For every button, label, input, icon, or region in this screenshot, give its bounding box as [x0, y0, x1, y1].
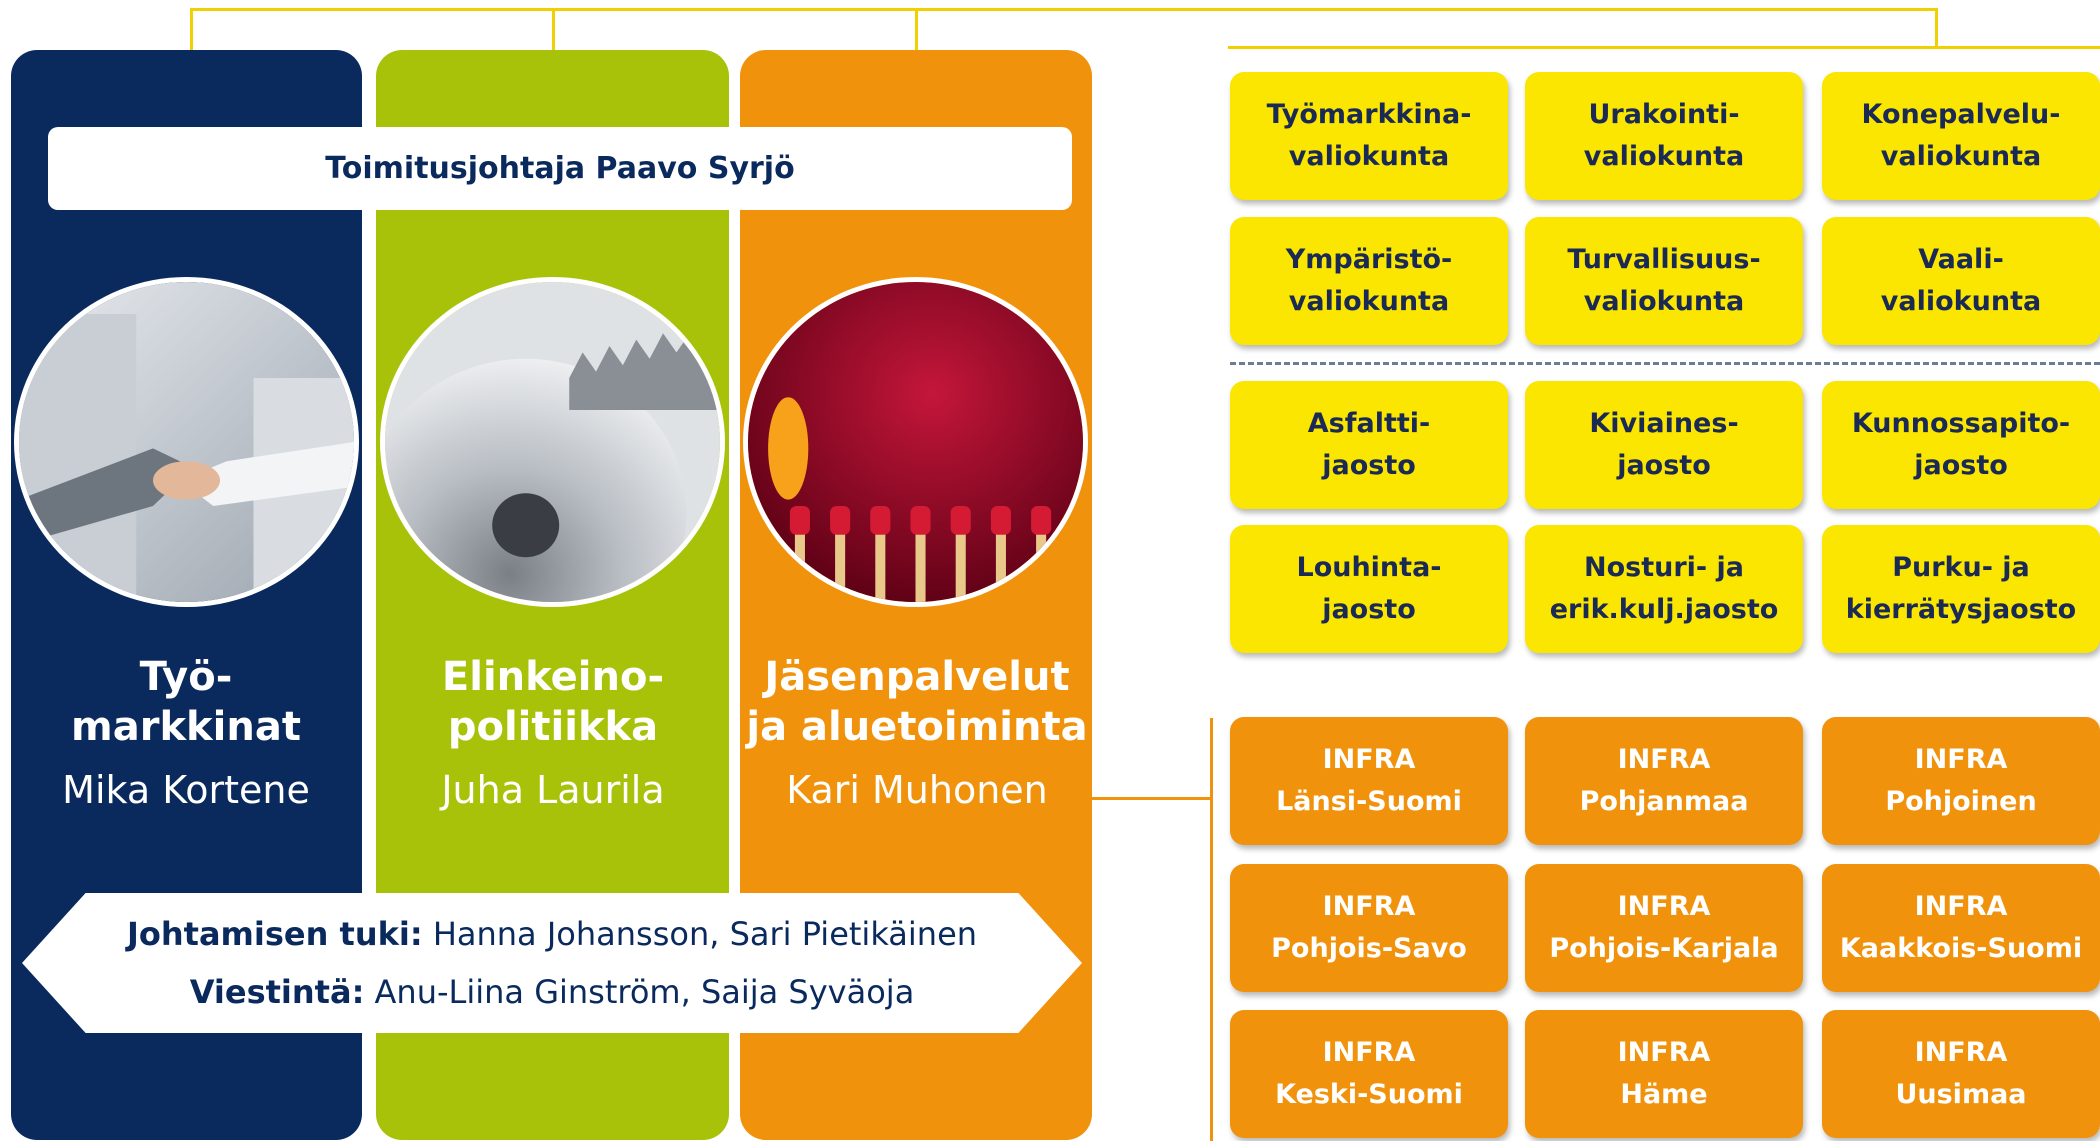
box-line-1: Turvallisuus- [1567, 244, 1761, 275]
box-line-2: jaosto [1617, 450, 1711, 481]
region-box: INFRA Pohjanmaa [1525, 717, 1803, 845]
box-line-1: INFRA [1322, 891, 1416, 922]
box-line-1: INFRA [1914, 744, 2008, 775]
region-box: INFRA Pohjoinen [1822, 717, 2100, 845]
box-line-2: valiokunta [1880, 286, 2042, 317]
matches-image [743, 277, 1088, 607]
box-line-1: INFRA [1617, 1037, 1711, 1068]
connector-drop-1 [190, 8, 193, 50]
box-line-1: INFRA [1617, 891, 1711, 922]
box-line-2: Häme [1620, 1079, 1708, 1110]
box-line-1: Konepalvelu- [1861, 99, 2061, 130]
section-box: Asfaltti-jaosto [1230, 381, 1508, 509]
support-line-2: Viestintä: Anu-Liina Ginström, Saija Syv… [190, 963, 915, 1021]
section-box: Purku- ja kierrätysjaosto [1822, 525, 2100, 653]
box-line-1: Asfaltti- [1307, 408, 1431, 439]
region-box: INFRA Pohjois-Savo [1230, 864, 1508, 992]
box-line-1: Kiviaines- [1589, 408, 1739, 439]
box-line-1: Louhinta- [1296, 552, 1442, 583]
box-line-1: INFRA [1914, 1037, 2008, 1068]
connector-drop-2 [552, 8, 555, 50]
dept-person: Kari Muhonen [786, 768, 1048, 812]
committee-box: Työmarkkina-valiokunta [1230, 72, 1508, 200]
box-line-1: Ympäristö- [1285, 244, 1453, 275]
connector-right [1228, 46, 2100, 49]
support-text-2: Anu-Liina Ginström, Saija Syväoja [364, 973, 915, 1011]
support-label-1: Johtamisen tuki: [126, 915, 423, 953]
region-box: INFRA Länsi-Suomi [1230, 717, 1508, 845]
box-line-2: erik.kulj.jaosto [1549, 594, 1779, 625]
box-line-2: jaosto [1322, 594, 1416, 625]
dept-title-line1: Elinkeino- [441, 654, 665, 700]
box-line-1: INFRA [1322, 1037, 1416, 1068]
box-line-1: Työmarkkina- [1266, 99, 1472, 130]
dept-title-line1: Työ- [139, 654, 233, 700]
box-line-1: Kunnossapito- [1851, 408, 2071, 439]
box-line-2: Pohjois-Savo [1271, 933, 1467, 964]
box-line-2: valiokunta [1880, 141, 2042, 172]
section-box: Kunnossapito-jaosto [1822, 381, 2100, 509]
box-line-1: INFRA [1617, 744, 1711, 775]
box-line-2: valiokunta [1583, 286, 1745, 317]
dept-elinkeinopolitiikka: Elinkeino- politiikka Juha Laurila [378, 652, 728, 814]
box-line-1: INFRA [1322, 744, 1416, 775]
region-box: INFRA Keski-Suomi [1230, 1010, 1508, 1138]
gears-image [380, 277, 725, 607]
section-box: Louhinta-jaosto [1230, 525, 1508, 653]
connector-top [190, 8, 1938, 11]
support-line-1: Johtamisen tuki: Hanna Johansson, Sari P… [127, 905, 977, 963]
connector-regions-h [1092, 797, 1212, 800]
box-line-2: Pohjois-Karjala [1549, 933, 1779, 964]
box-line-1: INFRA [1914, 891, 2008, 922]
dept-person: Mika Kortene [62, 768, 310, 812]
support-banner: Johtamisen tuki: Hanna Johansson, Sari P… [22, 893, 1082, 1033]
region-box: INFRA Häme [1525, 1010, 1803, 1138]
dept-tyomarkkinat: Työ- markkinat Mika Kortene [11, 652, 361, 814]
support-text-1: Hanna Johansson, Sari Pietikäinen [422, 915, 978, 953]
connector-drop-4 [1935, 8, 1938, 48]
box-line-2: valiokunta [1583, 141, 1745, 172]
box-line-2: jaosto [1322, 450, 1416, 481]
region-box: INFRA Uusimaa [1822, 1010, 2100, 1138]
dept-title-line2: ja aluetoiminta [746, 704, 1088, 750]
committee-box: Ympäristö-valiokunta [1230, 217, 1508, 345]
box-line-1: Vaali- [1918, 244, 2004, 275]
box-line-2: Pohjanmaa [1579, 786, 1749, 817]
box-line-2: kierrätysjaosto [1845, 594, 2077, 625]
dept-title-line2: politiikka [447, 704, 659, 750]
handshake-image [14, 277, 359, 607]
ceo-banner: Toimitusjohtaja Paavo Syrjö [48, 127, 1072, 210]
box-line-2: jaosto [1914, 450, 2008, 481]
support-label-2: Viestintä: [189, 973, 365, 1011]
box-line-2: Länsi-Suomi [1276, 786, 1462, 817]
box-line-2: Kaakkois-Suomi [1839, 933, 2083, 964]
committee-box: Vaali-valiokunta [1822, 217, 2100, 345]
box-line-1: Nosturi- ja [1584, 552, 1744, 583]
box-line-1: Urakointi- [1588, 99, 1740, 130]
committee-box: Konepalvelu-valiokunta [1822, 72, 2100, 200]
region-box: INFRA Pohjois-Karjala [1525, 864, 1803, 992]
committee-box: Urakointi-valiokunta [1525, 72, 1803, 200]
dept-title-line2: markkinat [71, 704, 301, 750]
section-box: Kiviaines-jaosto [1525, 381, 1803, 509]
box-line-2: valiokunta [1288, 141, 1450, 172]
box-line-2: valiokunta [1288, 286, 1450, 317]
dept-person: Juha Laurila [441, 768, 665, 812]
connector-regions-v [1210, 718, 1213, 1141]
divider-dashed [1230, 362, 2100, 365]
section-box: Nosturi- ja erik.kulj.jaosto [1525, 525, 1803, 653]
region-box: INFRA Kaakkois-Suomi [1822, 864, 2100, 992]
box-line-2: Pohjoinen [1885, 786, 2037, 817]
box-line-2: Uusimaa [1895, 1079, 2027, 1110]
connector-drop-3 [915, 8, 918, 50]
box-line-1: Purku- ja [1892, 552, 2030, 583]
committee-box: Turvallisuus-valiokunta [1525, 217, 1803, 345]
dept-jasenpalvelut: Jäsenpalvelut ja aluetoiminta Kari Muhon… [742, 652, 1092, 814]
dept-title-line1: Jäsenpalvelut [764, 654, 1070, 700]
box-line-2: Keski-Suomi [1275, 1079, 1463, 1110]
